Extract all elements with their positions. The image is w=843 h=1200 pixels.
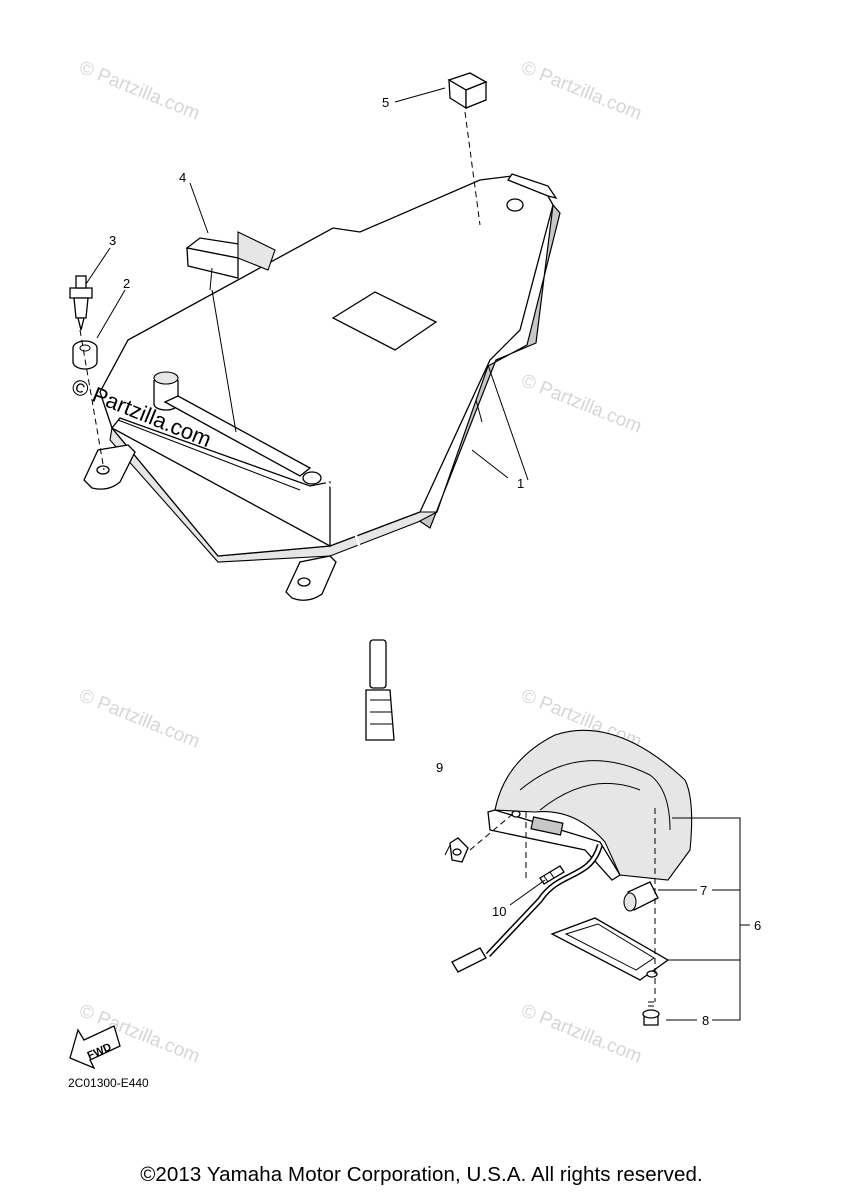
callout-10: 10 (492, 904, 506, 919)
watermark: © Partzilla.com (76, 57, 203, 124)
bolt-part (69, 275, 93, 331)
watermark: © Partzilla.com (518, 1000, 645, 1067)
callout-2: 2 (123, 276, 130, 291)
watermark-group: © Partzilla.com © Partzilla.com © Partzi… (76, 57, 645, 1067)
diagram-code: 2C01300-E440 (68, 1076, 149, 1090)
watermark: © Partzilla.com (76, 685, 203, 752)
callout-3: 3 (109, 233, 116, 248)
callout-5: 5 (382, 95, 389, 110)
callout-7: 7 (700, 883, 707, 898)
inner-fender-part (83, 173, 561, 741)
callout-8: 8 (702, 1013, 709, 1028)
fwd-arrow-icon: FWD (69, 1025, 121, 1070)
callout-labels: 1 2 3 4 5 6 7 8 9 10 (109, 95, 761, 1028)
connector-block-part (185, 231, 276, 291)
watermark: © Partzilla.com (518, 370, 645, 437)
callout-9: 9 (436, 760, 443, 775)
callout-4: 4 (179, 170, 186, 185)
cube-part (447, 72, 488, 110)
installation-lines (79, 111, 656, 1002)
callout-6: 6 (754, 918, 761, 933)
tail-light-part (449, 729, 693, 1026)
grommet-part (72, 340, 98, 370)
copyright-notice: ©2013 Yamaha Motor Corporation, U.S.A. A… (140, 1163, 703, 1186)
leader-lines (85, 87, 750, 1021)
callout-1: 1 (517, 476, 524, 491)
watermark: © Partzilla.com (518, 57, 645, 124)
